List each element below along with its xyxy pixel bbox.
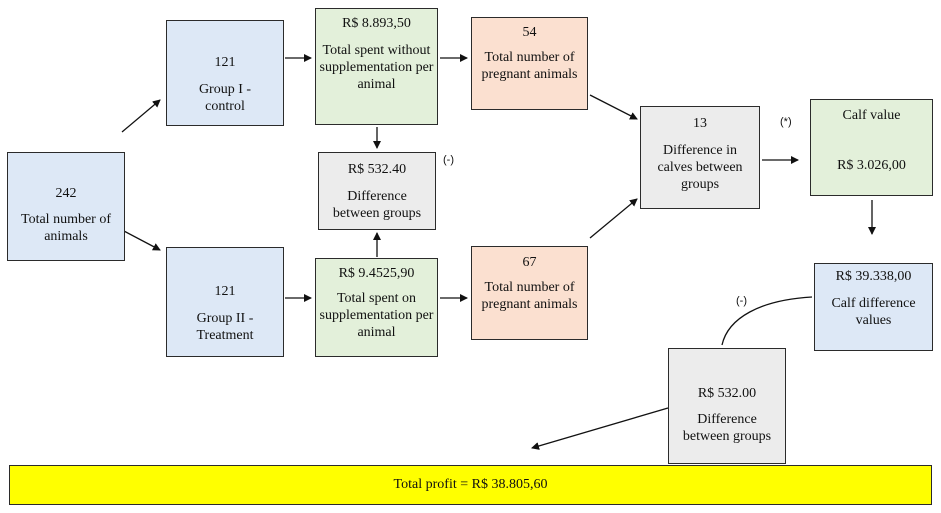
diff-calves-operator: (*)	[780, 116, 792, 128]
diff-cost-box: R$ 532.40 Difference between groups	[318, 152, 436, 230]
arrow-pregnant1-to-diffcalves	[589, 94, 638, 120]
pregnant-treatment-box: 67 Total number of pregnant animals	[471, 246, 588, 340]
pregnant-treatment-value: 67	[522, 255, 537, 270]
diff-cost-operator: (-)	[443, 154, 454, 166]
spent-without-box: R$ 8.893,50 Total spent without suppleme…	[315, 8, 438, 125]
calf-diff-label: Calf difference values	[831, 296, 916, 328]
spent-without-label: Total spent without supplementation per …	[319, 43, 434, 92]
spent-with-value: R$ 9.4525,90	[338, 266, 415, 281]
calf-value-box: Calf value R$ 3.026,00	[810, 99, 933, 196]
calf-value-amount: R$ 3.026,00	[837, 158, 906, 173]
total-profit-bar: Total profit = R$ 38.805,60	[9, 465, 932, 505]
pregnant-control-value: 54	[522, 25, 537, 40]
calf-diff-operator: (-)	[736, 295, 747, 307]
diff-calves-box: 13 Difference in calves between groups	[640, 106, 760, 209]
diff-cost-label: Difference between groups	[332, 189, 422, 221]
curve-calfdiff-to-final	[721, 296, 813, 346]
total-animals-label: Total number of animals	[21, 212, 111, 244]
total-animals-value: 242	[55, 186, 77, 201]
group-treatment-box: 121 Group II - Treatment	[166, 247, 284, 357]
calf-diff-value: R$ 39.338,00	[835, 269, 912, 284]
arrow-final-to-profit	[531, 407, 669, 450]
group-control-value: 121	[214, 55, 236, 70]
spent-without-value: R$ 8.893,50	[342, 16, 411, 31]
spent-with-label: Total spent on supplementation per anima…	[319, 291, 434, 340]
arrow-total-to-group2	[121, 229, 161, 251]
diff-cost-value: R$ 532.40	[347, 162, 407, 177]
pregnant-control-label: Total number of pregnant animals	[481, 50, 578, 82]
arrow-total-to-group1	[121, 99, 161, 133]
group-control-label: Group I - control	[198, 82, 252, 114]
pregnant-treatment-label: Total number of pregnant animals	[481, 280, 578, 312]
diff-final-box: R$ 532.00 Difference between groups	[668, 348, 786, 464]
diff-calves-label: Difference in calves between groups	[657, 143, 743, 192]
total-animals-box: 242 Total number of animals	[7, 152, 125, 261]
group-treatment-label: Group II - Treatment	[196, 311, 254, 343]
group-control-box: 121 Group I - control	[166, 20, 284, 126]
calf-diff-box: R$ 39.338,00 Calf difference values	[814, 263, 933, 351]
spent-with-box: R$ 9.4525,90 Total spent on supplementat…	[315, 258, 438, 357]
total-profit-label: Total profit = R$ 38.805,60	[393, 477, 548, 492]
pregnant-control-box: 54 Total number of pregnant animals	[471, 17, 588, 110]
arrow-pregnant2-to-diffcalves	[589, 198, 638, 239]
group-treatment-value: 121	[214, 284, 236, 299]
diff-final-value: R$ 532.00	[697, 386, 757, 401]
diff-final-label: Difference between groups	[682, 412, 772, 444]
calf-value-label: Calf value	[842, 108, 901, 123]
diff-calves-value: 13	[693, 116, 707, 131]
